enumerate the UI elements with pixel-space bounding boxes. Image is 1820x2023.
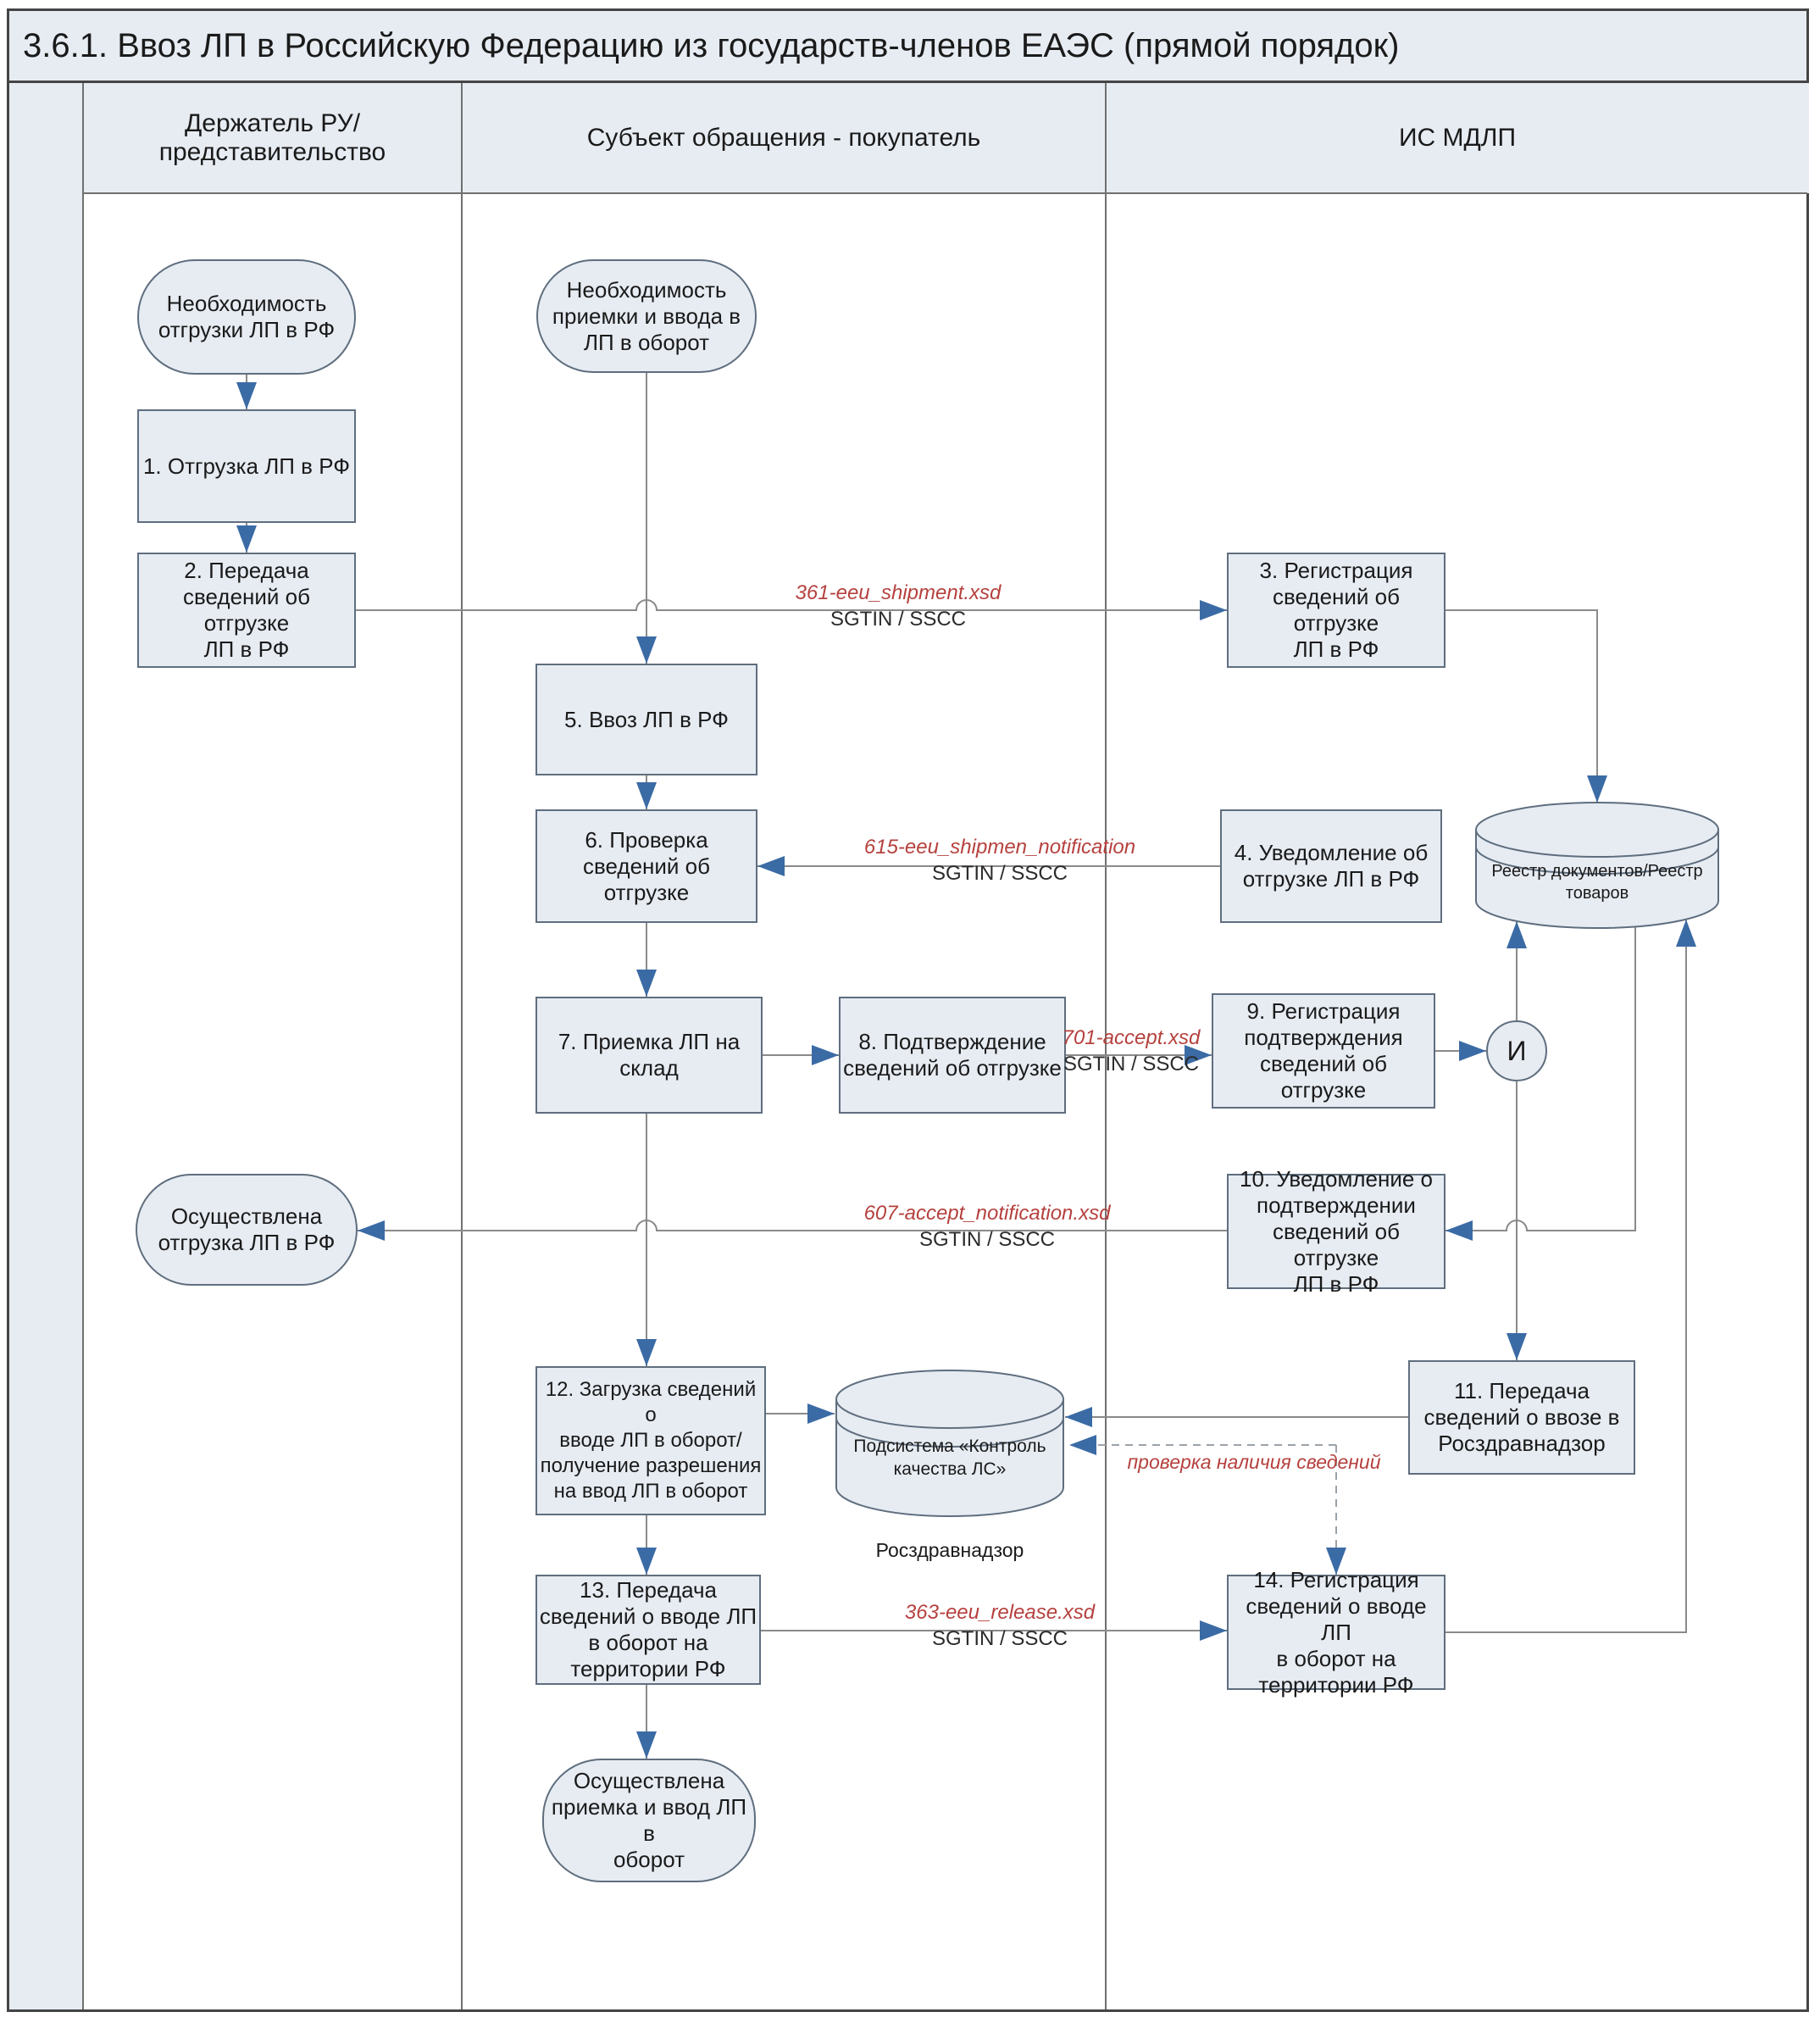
task-4-shipping-notification: 4. Уведомление об отгрузке ЛП в РФ <box>1220 809 1442 923</box>
edge-label-361: 361-eeu_shipment.xsd SGTIN / SSCC <box>746 580 1051 632</box>
xsd-file-363: 363-eeu_release.xsd <box>904 1601 1096 1624</box>
task-13-send-circulation-data: 13. Передача сведений о вводе ЛП в оборо… <box>535 1575 761 1685</box>
edge-label-701: 701-accept.xsd SGTIN / SSCC <box>1051 1025 1212 1077</box>
end-event-accept-done: Осуществлена приемка и ввод ЛП в оборот <box>542 1759 756 1882</box>
edge-label-615: 615-eeu_shipmen_notification SGTIN / SSC… <box>839 834 1161 886</box>
quality-control-subsystem-label: Подсистема «Контроль качества ЛС» <box>853 1437 1046 1479</box>
task-3-register-shipping-data: 3. Регистрация сведений об отгрузке ЛП в… <box>1227 553 1445 668</box>
task-10-confirmation-notification: 10. Уведомление о подтверждении сведений… <box>1227 1166 1445 1297</box>
xsd-file-701: 701-accept.xsd <box>1062 1026 1201 1049</box>
task-6-check-shipping-data: 6. Проверка сведений об отгрузке <box>535 809 757 923</box>
task-2-send-shipping-data: 2. Передача сведений об отгрузке ЛП в РФ <box>137 553 356 668</box>
diagram-title: 3.6.1. Ввоз ЛП в Российскую Федерацию из… <box>9 11 1806 83</box>
task-8-confirm-shipping-data: 8. Подтверждение сведений об отгрузке <box>839 997 1066 1114</box>
check-availability-label: проверка наличия сведений <box>1127 1451 1381 1473</box>
roszdravnadzor-caption: Росздравнадзор <box>875 1539 1024 1561</box>
lane-header-holder: Держатель РУ/ представительство <box>83 83 462 193</box>
xsd-file-615: 615-eeu_shipmen_notification <box>863 836 1136 859</box>
task-14-register-circulation-data: 14. Регистрация сведений о вводе ЛП в об… <box>1227 1567 1445 1698</box>
lane-header-mdlp: ИС МДЛП <box>1106 83 1809 193</box>
start-event-shipping-need: Необходимость отгрузки ЛП в РФ <box>137 259 356 375</box>
codes-607: SGTIN / SSCC <box>918 1228 1056 1251</box>
registry-label: Реестр документов/Реестр товаров <box>1491 862 1703 903</box>
task-7-warehouse-accept: 7. Приемка ЛП на склад <box>535 997 763 1114</box>
codes-701: SGTIN / SSCC <box>1063 1053 1200 1075</box>
left-margin-strip <box>9 83 83 2009</box>
xsd-file-607: 607-accept_notification.xsd <box>863 1202 1111 1225</box>
start-event-accept-need: Необходимость приемки и ввода в ЛП в обо… <box>536 259 757 373</box>
registry-cylinder: Реестр документов/Реестр товаров <box>1474 801 1720 930</box>
edge-label-363: 363-eeu_release.xsd SGTIN / SSCC <box>856 1599 1144 1652</box>
task-5-import: 5. Ввоз ЛП в РФ <box>535 664 757 775</box>
codes-361: SGTIN / SSCC <box>830 608 967 631</box>
task-12-upload-circulation-data: 12. Загрузка сведений о вводе ЛП в оборо… <box>535 1366 766 1515</box>
codes-363: SGTIN / SSCC <box>931 1627 1068 1650</box>
lane-header-buyer: Субъект обращения - покупатель <box>462 83 1106 193</box>
task-1-shipping: 1. Отгрузка ЛП в РФ <box>137 409 356 523</box>
xsd-file-361: 361-eeu_shipment.xsd <box>795 581 1002 604</box>
edge-label-607: 607-accept_notification.xsd SGTIN / SSCC <box>826 1200 1148 1253</box>
task-11-send-to-roszdravnadzor: 11. Передача сведений о ввозе в Росздрав… <box>1408 1360 1635 1475</box>
task-9-register-confirmation: 9. Регистрация подтверждения сведений об… <box>1212 993 1435 1109</box>
quality-control-subsystem-cylinder: Подсистема «Контроль качества ЛС» <box>835 1369 1065 1521</box>
codes-615: SGTIN / SSCC <box>931 862 1068 885</box>
and-gateway: И <box>1486 1020 1547 1081</box>
end-event-shipping-done: Осуществлена отгрузка ЛП в РФ <box>136 1174 358 1286</box>
